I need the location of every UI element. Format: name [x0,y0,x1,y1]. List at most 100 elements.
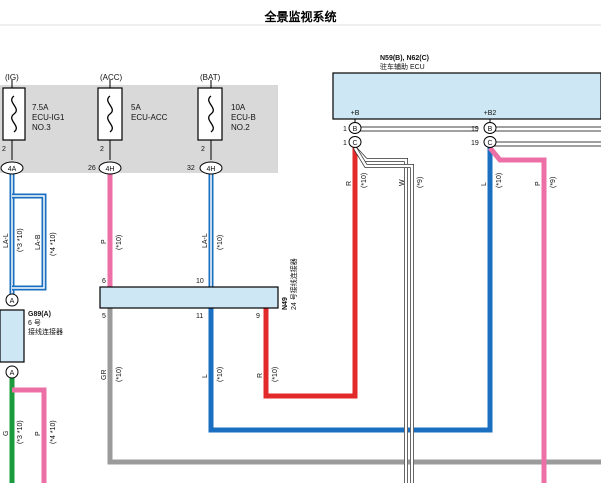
label-note-4-10-b: (*4 *10) [50,420,57,444]
fuse-acc-symbol [107,95,113,133]
label-note-3-10-a: (*3 *10) [17,228,24,252]
fuse-acc-amp: 5A [131,103,141,112]
label-note-10-r-bottom: (*10) [272,367,279,382]
ecu-name: 驻车辅助 ECU [380,62,425,71]
g89-id: G89(A) [28,311,51,318]
wire-r [263,142,358,399]
label-g: G [3,431,10,436]
ecu-pin-19c: C 19 [471,136,497,148]
fuse-ig-number: NO.3 [32,123,51,132]
label-p-3: P [35,431,42,436]
label-note-3-10-b: (*3 *10) [17,420,24,444]
g89-name: 6 号 [28,319,41,327]
ecu-term-b2: +B2 [484,110,497,117]
fuse-bat-amp: 10A [231,103,246,112]
label-note-4-10-a: (*4 *10) [50,232,57,256]
wire-gr [107,308,601,465]
fuse-panel [0,85,278,173]
fuse-ig-symbol [11,95,17,133]
n49-pin-9: 9 [256,313,260,320]
wire-p-lower [12,387,47,483]
label-note-10-r-top: (*10) [361,173,368,188]
g89-pin-bottom [5,365,19,379]
ecu-pin-1b-letter: B [353,126,358,133]
label-note-10-acc: (*10) [116,235,123,250]
label-r-bottom: R [257,373,264,378]
wire-l [208,142,493,433]
diagram-title: 全景监视系统 [264,10,337,24]
label-p-2: P [535,181,542,186]
label-note-9-p: (*9) [550,177,557,188]
connector-4h-acc-pin: 26 [88,165,96,172]
fuse-acc-name: ECU-ACC [131,113,168,122]
connector-4a: 4A [0,161,24,175]
g89-pin-top [5,293,19,307]
label-l-top: L [481,182,488,186]
ecu-pin-1c-num: 1 [343,140,347,147]
label-la-b: LA-B [35,234,42,250]
g89-body [0,309,25,363]
wire-labels: LA-L (*3 *10) LA-B (*4 *10) P (*10) LA-L… [3,173,557,444]
fuse-bat-pin: 2 [201,146,205,153]
connector-n49-body [99,286,279,309]
g89-pin-bottom-letter: A [10,370,15,377]
fuse-acc-state: (ACC) [100,73,123,82]
ecu-pin-19b: B 19 [471,122,497,134]
connector-4h-bat: 4H 32 [187,161,223,175]
n49-id: N49 [282,297,289,310]
n49-pin-5: 5 [102,313,106,320]
wire-la-b [12,193,47,291]
ecu-pin-1b-num: 1 [343,126,347,133]
connector-4h-bat-pin: 32 [187,165,195,172]
fuse-ig: (IG) 7.5A ECU-IG1 NO.3 2 [2,73,65,160]
fuse-ig-pin: 2 [2,146,6,153]
fuse-ig-amp: 7.5A [32,103,49,112]
ecu-pin-19b-num: 19 [471,126,479,133]
label-note-10-l-bottom: (*10) [217,367,224,382]
label-note-9-w: (*9) [417,177,424,188]
fuse-ig-name: ECU-IG1 [32,113,65,122]
ecu-pin-19b-letter: B [488,126,493,133]
g89-desc: 接线连接器 [28,327,63,336]
ecu-right-leads [355,126,601,147]
fuse-acc-pin: 2 [100,146,104,153]
ecu-pin-19c-letter: C [487,140,492,147]
ecu-pin-1b: B 1 [343,122,362,134]
n49-pin-6: 6 [102,278,106,285]
connector-4h-acc: 4H 26 [88,161,122,175]
label-p-1: P [101,239,108,244]
wire-p-b2 [488,146,547,483]
fuse-bat: (BAT) 10A ECU-B NO.2 2 [197,73,256,160]
ecu-term-b: +B [351,110,360,117]
fuse-bat-name: ECU-B [231,113,256,122]
n49-pin-11: 11 [196,313,203,320]
fuse-bat-symbol [208,95,214,133]
label-l-bottom: L [202,374,209,378]
connector-4a-label: 4A [8,166,17,173]
g89-pin-top-letter: A [10,298,15,305]
ecu-box: N59(B), N62(C) 驻车辅助 ECU +B +B2 B 1 C 1 B [332,55,601,148]
label-r-top: R [346,181,353,186]
label-note-10-bat: (*10) [217,235,224,250]
ecu-pin-1c: C 1 [343,136,362,148]
fuse-bat-state: (BAT) [200,73,221,82]
ecu-pin-1c-letter: C [352,140,357,147]
connector-4h-bat-label: 4H [207,166,216,173]
n49-pin-10: 10 [196,278,204,285]
label-gr: GR [101,370,108,381]
fuse-acc: (ACC) 5A ECU-ACC 2 [97,73,168,160]
fuse-ig-state: (IG) [5,73,19,82]
connector-4h-acc-label: 4H [106,166,115,173]
connector-n49: 6 10 5 11 9 N49 24 号接线连接器 [99,258,298,320]
label-note-10-gr: (*10) [116,367,123,382]
fuse-bat-number: NO.2 [231,123,250,132]
label-w: W [399,179,406,186]
n49-desc: 24 号接线连接器 [289,258,298,310]
ecu-id: N59(B), N62(C) [380,55,429,62]
label-la-l-2: LA-L [202,233,209,248]
ecu-body [332,72,601,120]
connector-g89: A A G89(A) 6 号 接线连接器 [0,293,63,379]
label-note-10-l-top: (*10) [496,173,503,188]
